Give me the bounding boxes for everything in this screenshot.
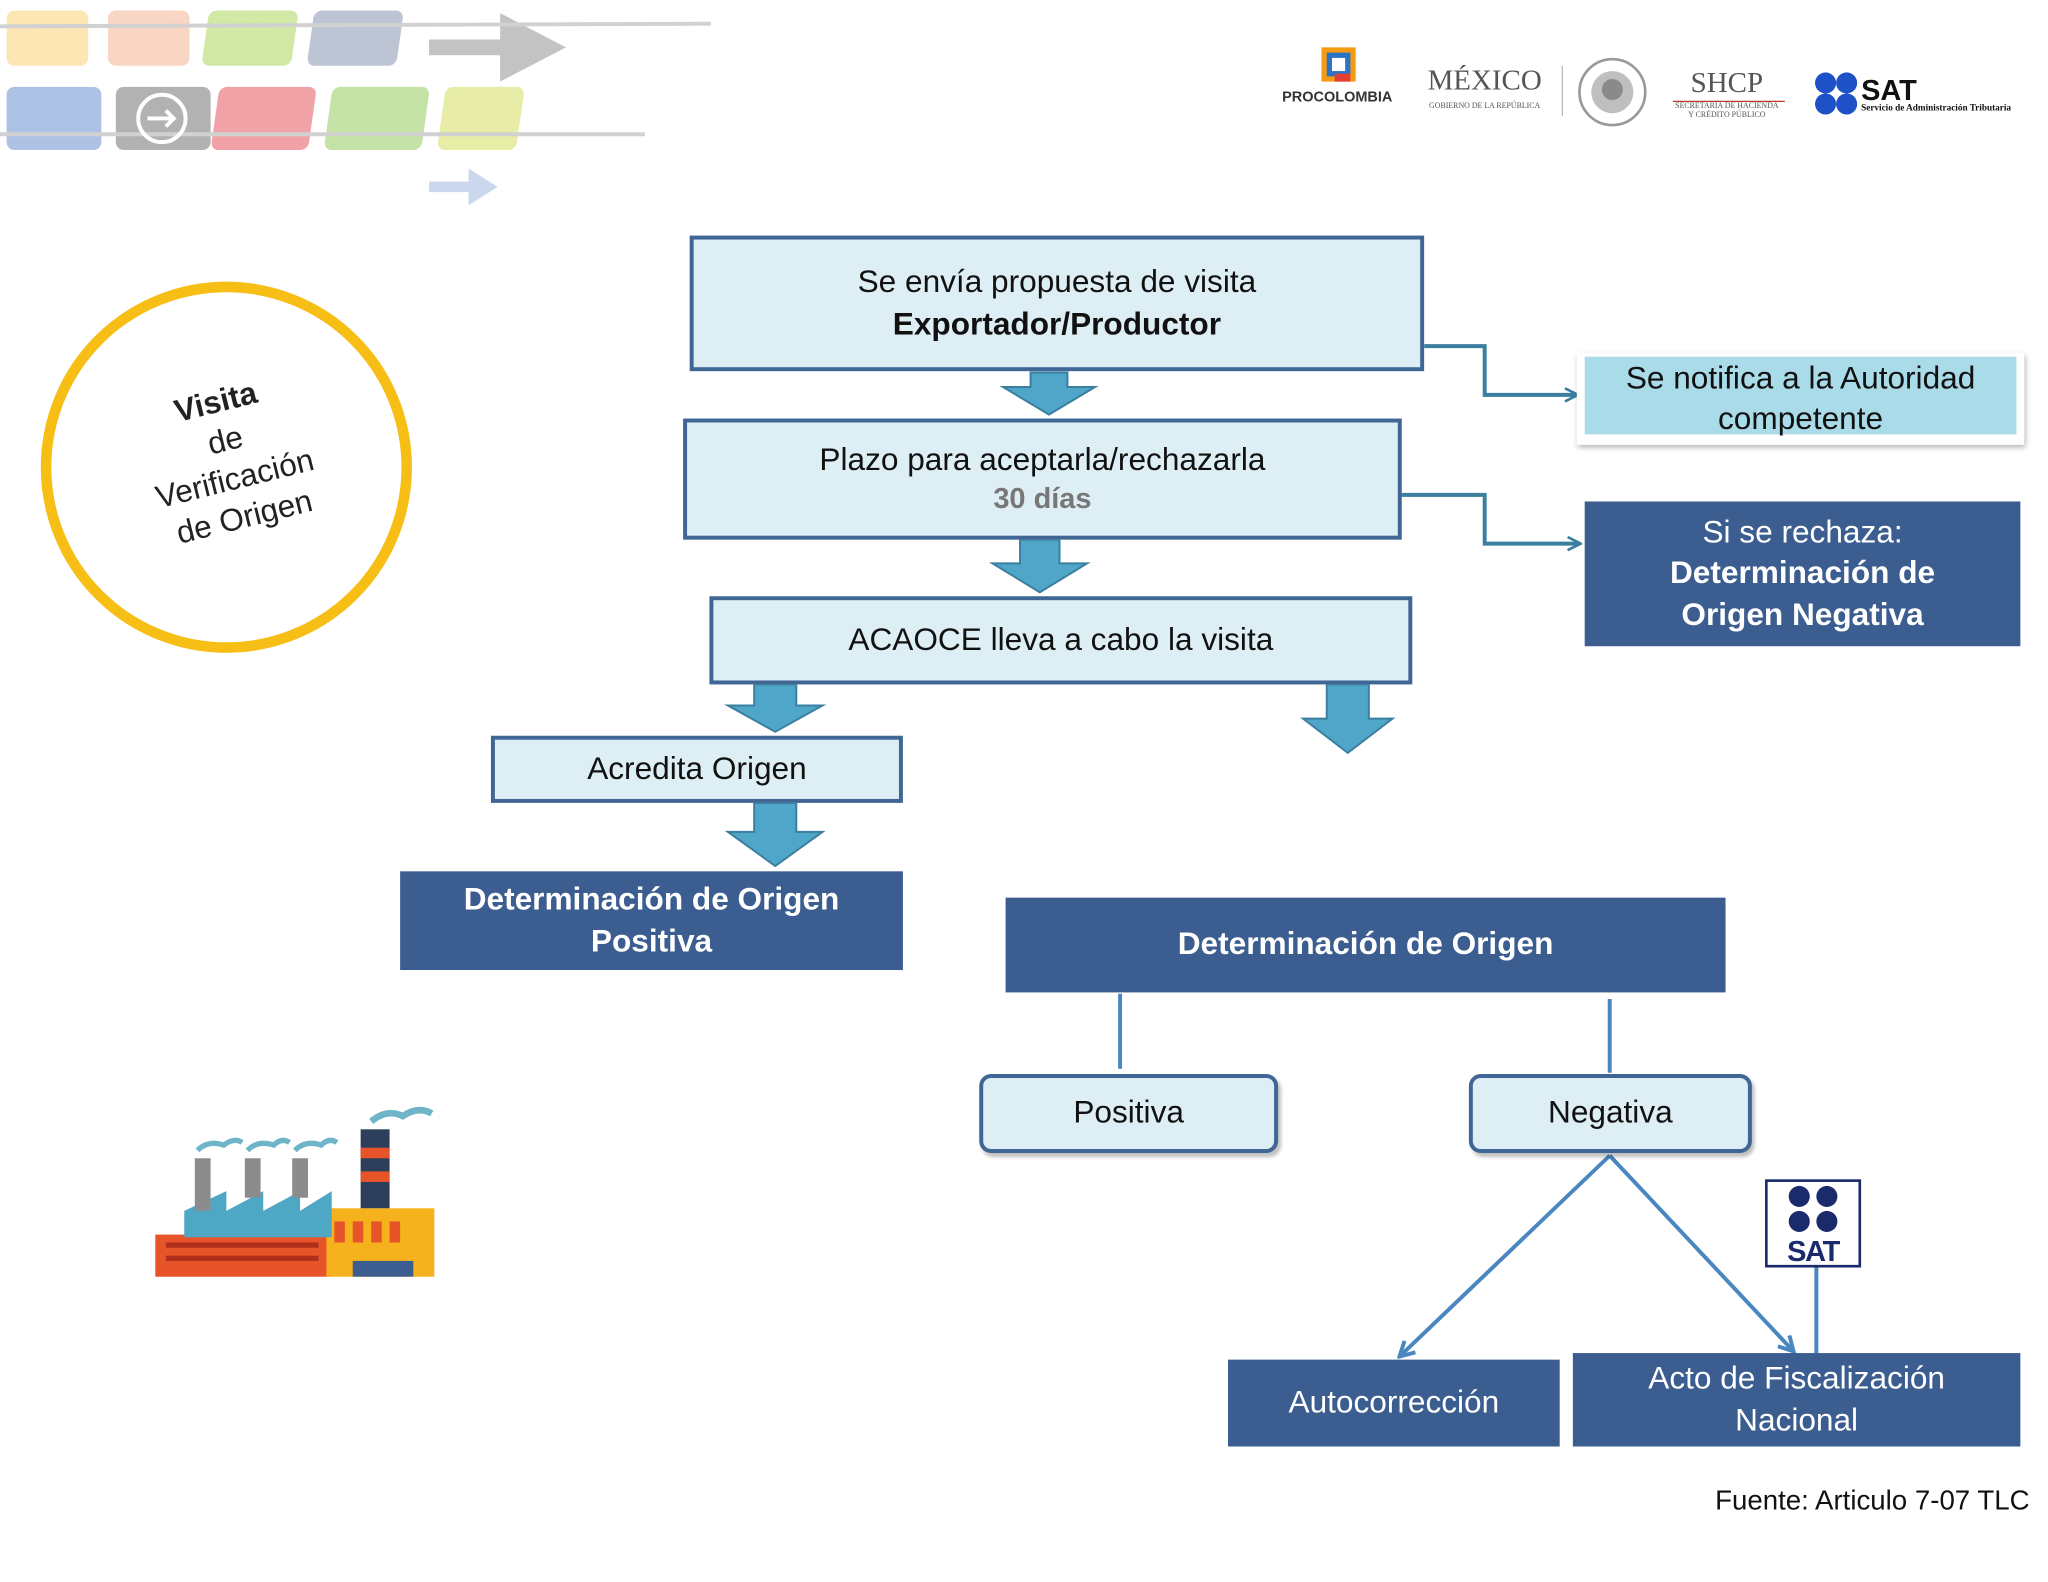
connector-to-notifica [1424,344,1577,395]
notifica-fill [1584,356,2017,435]
acredita-text: Acredita Origen [587,751,807,787]
acto-line-1: Acto de Fiscalización [1648,1361,1945,1397]
shcp-sublabel-2: Y CRÉDITO PÚBLICO [1688,111,1766,120]
line-to-autocorreccion [1400,1154,1612,1356]
down-arrow-4 [1300,683,1396,755]
positiva-det-line-1: Determinación de Origen [463,882,840,918]
sat-badge-logo [1765,1179,1862,1268]
down-arrow-2 [988,538,1091,594]
sat-logo-mark [1815,72,1858,115]
box-rechaza: Si se rechaza: Determinación de Origen N… [1584,501,2021,647]
box-negativa: Negativa [1468,1074,1752,1153]
propuesta-actor: Exportador/Productor [892,306,1222,342]
box-determinacion: Determinación de Origen [1005,897,1726,993]
logos-graphics [1321,47,1858,127]
notifica-line-1: Se notifica a la Autoridad [1625,360,1976,396]
down-arrow-1 [999,371,1099,416]
box-notifica: Se notifica a la Autoridad competente [1576,352,2025,445]
mexico-sublabel: GOBIERNO DE LA REPÚBLICA [1429,102,1541,111]
sat-badge-text: SAT [1787,1234,1840,1268]
box-propuesta: Se envía propuesta de visita Exportador/… [689,235,1425,372]
shcp-sublabel-1: SECRETARÍA DE HACIENDA [1675,102,1779,111]
visita-text: ACAOCE lleva a cabo la visita [848,622,1274,658]
box-visita: ACAOCE lleva a cabo la visita [709,596,1413,685]
rechaza-line-1: Si se rechaza: [1702,514,1903,551]
sat-sublabel: Servicio de Administración Tributaria [1861,102,2012,114]
footer-source: Fuente: Articulo 7-07 TLC [1715,1485,2030,1517]
sat-label: SAT [1861,73,1917,107]
box-acto-fiscalizacion: Acto de Fiscalización Nacional [1572,1353,2021,1447]
circle-ring [40,281,412,653]
box-acredita: Acredita Origen [490,735,903,803]
header-mosaic-decoration [0,10,711,206]
acto-line-2: Nacional [1735,1402,1859,1438]
down-arrow-3 [724,683,827,733]
box-autocorreccion: Autocorrección [1228,1359,1560,1447]
autocorreccion-text: Autocorrección [1288,1385,1500,1421]
connector-to-rechaza [1400,492,1579,544]
mexico-coat-of-arms-seal [1578,57,1647,127]
propuesta-text: Se envía propuesta de visita [857,264,1257,301]
procolombia-label: PROCOLOMBIA [1282,89,1393,106]
procolombia-logo-mark [1321,47,1356,82]
notifica-line-2: competente [1718,401,1884,437]
line-to-acto [1608,1154,1793,1351]
rechaza-line-3: Origen Negativa [1681,597,1924,633]
positiva-det-line-2: Positiva [590,923,713,959]
mexico-label: MÉXICO [1427,63,1542,97]
positiva-text: Positiva [1073,1095,1184,1132]
factory-illustration [155,1106,435,1277]
box-positiva: Positiva [979,1074,1279,1153]
plazo-text: Plazo para aceptarla/rechazarla [819,442,1266,478]
plazo-days: 30 días [993,482,1092,516]
rechaza-line-2: Determinación de [1669,555,1936,592]
box-determinacion-positiva: Determinación de Origen Positiva [400,871,903,971]
negativa-text: Negativa [1548,1095,1673,1132]
box-plazo: Plazo para aceptarla/rechazarla 30 días [683,418,1402,540]
down-arrow-5 [724,801,826,868]
shcp-label: SHCP [1690,65,1764,99]
determinacion-text: Determinación de Origen [1177,927,1554,963]
